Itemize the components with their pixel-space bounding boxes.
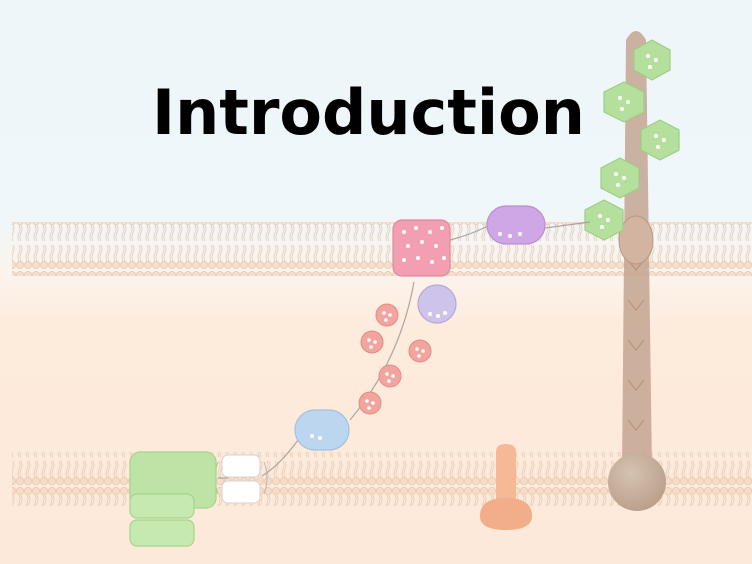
lavender-protein xyxy=(418,285,456,323)
slide-title: Introduction xyxy=(152,82,585,144)
blue-protein xyxy=(295,410,349,450)
purple-protein xyxy=(487,206,545,244)
green-complex xyxy=(130,452,216,546)
vesicle-icon xyxy=(359,304,431,414)
pink-protein xyxy=(393,220,450,276)
